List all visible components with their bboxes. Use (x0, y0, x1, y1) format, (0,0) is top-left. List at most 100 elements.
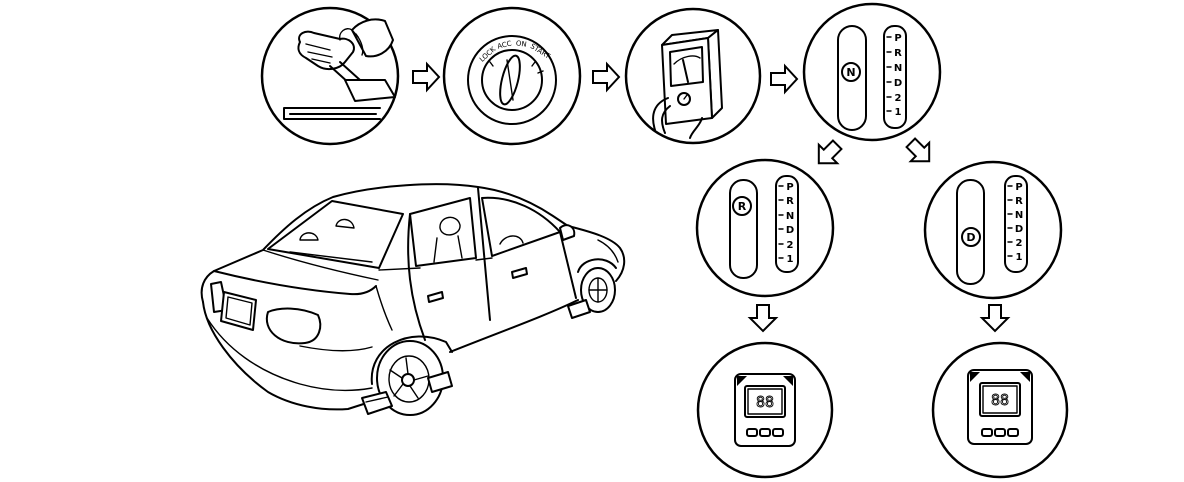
display-corner-marks (737, 376, 793, 386)
step-4-frame (802, 2, 942, 142)
ignition-position-label: ON (515, 39, 527, 48)
step-3-tester-circle (624, 7, 762, 145)
selected-position-label: N (846, 66, 855, 79)
tester-scale-arc (673, 55, 701, 65)
car-illustration (200, 183, 626, 416)
tester-lead-wires (652, 97, 703, 139)
rear-side-window (409, 197, 477, 267)
step-1-brake-circle (260, 6, 400, 146)
position-label: 2 (895, 93, 902, 104)
position-label: R (1015, 196, 1023, 207)
arrow-down-right-icon (905, 137, 931, 163)
front-door-edge (559, 231, 577, 299)
arrow-right-icon (770, 63, 799, 95)
display-button (759, 428, 771, 437)
selector-lever-slot (729, 179, 758, 279)
b-pillar (477, 187, 491, 321)
door-handle (511, 267, 528, 279)
display-button (772, 428, 784, 437)
position-label: D (786, 225, 794, 236)
position-label: 2 (1016, 238, 1023, 249)
position-label: N (786, 211, 794, 222)
belt-line (378, 257, 493, 271)
step-6-display-circle-reverse: 88 (696, 341, 834, 479)
display-screen-inner (747, 388, 783, 415)
ignition-position-label: ACC (497, 39, 513, 50)
step-5-frame (695, 158, 835, 298)
trunk-rear-edge (213, 270, 377, 296)
display-button (1007, 428, 1019, 437)
rear-bumper (202, 301, 374, 411)
rear-headrests (289, 218, 373, 263)
rear-window (267, 200, 404, 269)
step-6-display-circle-drive: 88 (931, 341, 1069, 479)
step-5-drive-circle: D P R N D 2 1 (923, 160, 1063, 300)
wheel-chock (427, 371, 453, 393)
rear-wheel-arch (370, 335, 453, 385)
front-side-window (481, 196, 561, 257)
arrow-right-icon (412, 61, 441, 93)
position-label: P (1015, 182, 1022, 193)
trunk-deck (262, 249, 379, 281)
lever-base (344, 79, 396, 102)
arrow-down-left-icon (817, 139, 843, 165)
position-label: N (1015, 210, 1023, 221)
position-label: R (786, 196, 794, 207)
front-wheel-arch (577, 258, 617, 273)
selected-position-marker (732, 196, 752, 216)
ignition-outer-ring (467, 35, 557, 125)
tester-knob-mark (683, 94, 688, 100)
tester-screen (669, 46, 704, 87)
arrow-right-icon (592, 61, 621, 93)
display-button (981, 428, 993, 437)
floor-shelf (283, 107, 381, 120)
rear-wheel-hub (401, 373, 415, 387)
position-label: D (894, 78, 902, 89)
position-label: P (786, 182, 793, 193)
arrow-down-icon (979, 304, 1011, 333)
front-fender-line (597, 239, 619, 263)
finger-lines (305, 43, 333, 64)
step-2-ignition-circle: LOCK ACC ON START (442, 6, 582, 146)
side-sill (449, 299, 579, 353)
position-label: R (894, 48, 902, 59)
quarter-panel (375, 285, 393, 331)
position-label: 1 (787, 254, 794, 265)
display-corner-marks (970, 372, 1030, 382)
display-button (746, 428, 758, 437)
position-label: D (1015, 224, 1023, 235)
display-button (994, 428, 1006, 437)
step-5-reverse-circle: R P R N D 2 1 (695, 158, 835, 298)
tester-needle (682, 59, 689, 83)
side-mirror (559, 224, 576, 241)
position-ticks (1007, 185, 1013, 257)
display-reading: 88 (756, 393, 774, 411)
position-ticks (886, 36, 892, 112)
interior-seat (433, 216, 524, 263)
tail-light-right (265, 307, 322, 345)
thumb (338, 28, 359, 41)
step-5b-frame (923, 160, 1063, 300)
step-4-neutral-circle: N P R N D 2 1 (802, 2, 942, 142)
position-label: P (894, 33, 901, 44)
selected-position-marker (841, 62, 861, 82)
position-label: N (894, 63, 902, 74)
position-label: 2 (787, 240, 794, 251)
key-slot-line (506, 59, 514, 101)
rear-door-edge (407, 213, 426, 341)
position-label: 1 (895, 107, 902, 118)
ignition-cylinder (481, 49, 543, 111)
position-ticks (778, 185, 784, 259)
selected-position-marker (961, 227, 981, 247)
position-label: 1 (1016, 252, 1023, 263)
arrow-down-icon (747, 304, 779, 333)
front-wheel-spokes (588, 277, 608, 303)
wheel-chock (567, 299, 591, 319)
display-screen-inner (982, 385, 1018, 414)
ignition-tick-marks (489, 61, 544, 74)
selected-position-label: R (738, 200, 747, 213)
bumper-line (206, 317, 373, 391)
wheel-chock-edge (365, 396, 389, 403)
rear-wheel-spokes (389, 357, 429, 399)
display-reading: 88 (991, 391, 1009, 409)
